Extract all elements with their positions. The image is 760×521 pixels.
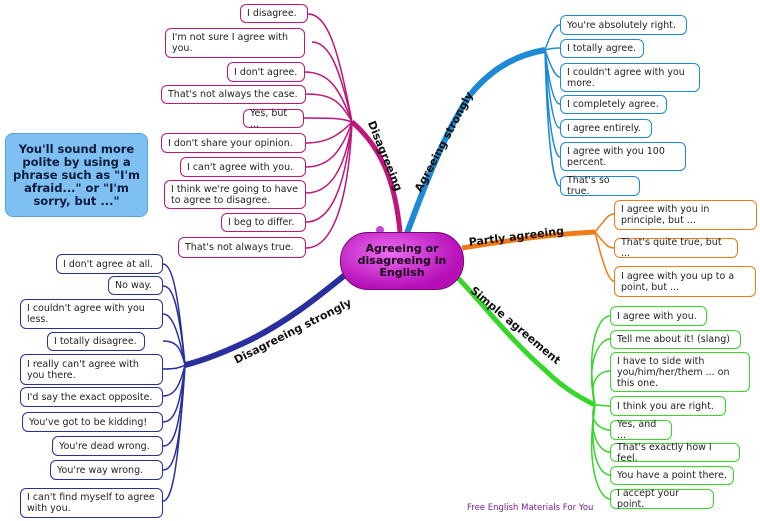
phrase-box[interactable]: I don't agree. — [227, 62, 305, 82]
branch-disagreeing-strongly — [184, 272, 347, 368]
phrase-box[interactable]: I really can't agree with you there. — [20, 354, 163, 385]
branch-simple-agreement — [453, 273, 597, 408]
phrase-box[interactable]: You're dead wrong. — [52, 436, 163, 456]
central-topic[interactable]: Agreeing or disagreeing in English — [340, 232, 464, 290]
phrase-box[interactable]: I think you are right. — [610, 396, 726, 416]
phrase-box[interactable]: I completely agree. — [560, 95, 667, 114]
phrase-box[interactable]: I agree with you 100 percent. — [560, 142, 686, 171]
branch-partly-agreeing — [461, 229, 596, 251]
phrase-box[interactable]: Yes, and ... — [610, 419, 672, 441]
phrase-box[interactable]: I beg to differ. — [221, 213, 306, 232]
phrase-box[interactable]: I couldn't agree with you more. — [560, 63, 700, 92]
phrase-box[interactable]: I don't agree at all. — [56, 254, 163, 274]
phrase-box[interactable]: Yes, but ... — [243, 108, 304, 130]
phrase-box[interactable]: I'd say the exact opposite. — [20, 387, 163, 407]
center-dot — [376, 226, 384, 234]
phrase-box[interactable]: I agree entirely. — [560, 119, 652, 138]
phrase-box[interactable]: I can't find myself to agree with you. — [20, 488, 163, 518]
phrase-box[interactable]: I disagree. — [240, 4, 308, 23]
phrase-box[interactable]: You're way wrong. — [50, 460, 163, 480]
phrase-box[interactable]: I totally disagree. — [47, 332, 145, 351]
branch-agreeing-strongly — [402, 47, 546, 240]
phrase-box[interactable]: I agree with you in principle, but ... — [614, 200, 757, 230]
tip-box: You'll sound more polite by using a phra… — [5, 133, 148, 217]
phrase-box[interactable]: I accept your point. — [610, 488, 714, 510]
footer-credit[interactable]: Free English Materials For You — [467, 503, 594, 513]
phrase-box[interactable]: I agree with you. — [610, 306, 707, 326]
phrase-box[interactable]: I don't share your opinion. — [161, 133, 306, 153]
phrase-box[interactable]: I totally agree. — [560, 39, 644, 58]
branch-disagreeing — [350, 120, 403, 233]
phrase-box[interactable]: I have to side with you/him/her/them ...… — [610, 352, 750, 392]
phrase-box[interactable]: That's not always the case. — [161, 85, 306, 104]
phrase-box[interactable]: I'm not sure I agree with you. — [165, 28, 305, 58]
phrase-box[interactable]: That's so true. — [560, 175, 640, 197]
phrase-box[interactable]: No way. — [108, 276, 163, 295]
phrase-box[interactable]: I think we're going to have to agree to … — [164, 180, 306, 209]
phrase-box[interactable]: You've got to be kidding! — [22, 412, 163, 432]
phrase-box[interactable]: That's exactly how I feel. — [610, 442, 740, 464]
phrase-box[interactable]: I can't agree with you. — [180, 157, 306, 177]
phrase-box[interactable]: Tell me about it! (slang) — [610, 330, 741, 349]
phrase-box[interactable]: I agree with you up to a point, but ... — [614, 266, 756, 297]
phrase-box[interactable]: That's not always true. — [178, 237, 306, 258]
phrase-box[interactable]: I couldn't agree with you less. — [20, 299, 163, 329]
phrase-box[interactable]: That's quite true, but ... — [614, 237, 738, 259]
phrase-box[interactable]: You have a point there. — [610, 466, 734, 485]
phrase-box[interactable]: You're absolutely right. — [560, 15, 687, 35]
